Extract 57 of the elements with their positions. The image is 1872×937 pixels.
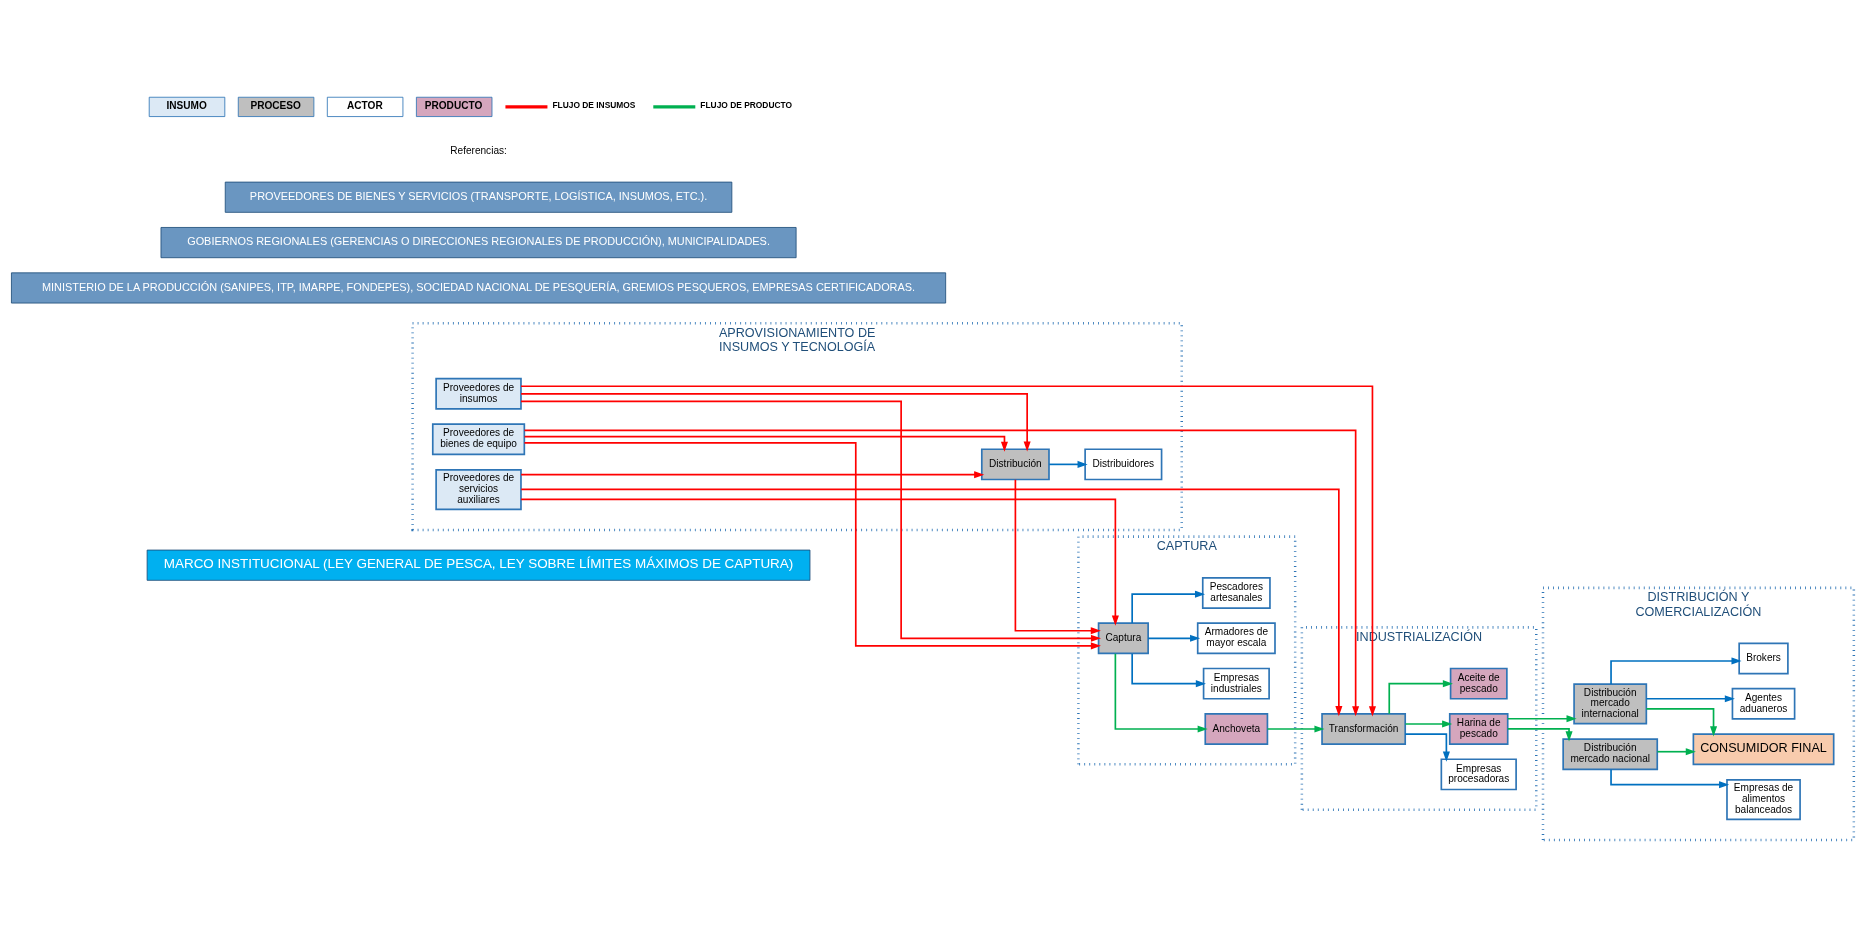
arrow: [1147, 634, 1201, 642]
arrow: [1506, 727, 1573, 741]
node-box: Empresas industriales: [1202, 667, 1270, 700]
arrow: [523, 429, 1360, 716]
legend-label: ACTOR: [347, 99, 383, 111]
node-box: Proveedores de servicios auxiliares: [435, 468, 522, 510]
node-box: Distribución mercado nacional: [1562, 737, 1659, 770]
label: Referencias:: [450, 144, 507, 156]
node-box: PROVEEDORES DE BIENES Y SERVICIOS (TRANSPORTE, LOGÍSTICA, INSUMOS, ETC.).: [224, 181, 733, 213]
node-box: MINISTERIO DE LA PRODUCCIÓN (SANIPES, ITP, IMARPE, FONDEPES), SOCIEDAD NACIONAL DE PESQUERÍA, GREMIOS PESQUEROS, EMPRESAS CERTIFICADORAS.: [11, 271, 947, 303]
arrow: [1507, 714, 1577, 722]
arrow: [1131, 590, 1206, 624]
arrow: [520, 470, 985, 478]
arrow: [1388, 679, 1453, 714]
node-box: MARCO INSTITUCIONAL (LEY GENERAL DE PESCA, LEY SOBRE LÍMITES MÁXIMOS DE CAPTURA): [146, 549, 811, 581]
node-box: Proveedores de bienes de equipo: [431, 422, 526, 455]
node-box: Agentes aduaneros: [1731, 687, 1796, 720]
arrow: [1048, 460, 1088, 468]
arrow: [520, 384, 1376, 716]
arrow: [520, 392, 1031, 452]
node-box: Pescadores artesanales: [1201, 576, 1271, 609]
arrow: [520, 498, 1119, 626]
arrow: [523, 435, 1008, 452]
legend-label: INSUMO: [166, 99, 207, 111]
arrow: [1266, 725, 1325, 733]
node-box: Empresas de alimentos balanceados: [1726, 778, 1801, 820]
arrow: [1114, 652, 1208, 733]
node-box: Distribución: [980, 447, 1050, 480]
node-box: Armadores de mayor escala: [1196, 621, 1276, 654]
node-box: Captura: [1097, 621, 1149, 654]
arrow: [1656, 747, 1696, 755]
node-box: Anchoveta: [1204, 712, 1269, 745]
node-box: Aceite de pescado: [1449, 667, 1508, 700]
node-box: CONSUMIDOR FINAL: [1692, 732, 1835, 765]
node-box: Empresas procesadoras: [1440, 757, 1517, 790]
node-box: Distribuidores: [1084, 447, 1163, 480]
node-box: Brokers: [1738, 642, 1789, 674]
arrow: [1645, 707, 1718, 736]
legend-label: FLUJO DE INSUMOS: [552, 99, 636, 110]
arrow: [1404, 732, 1450, 762]
node-box: Transformación: [1321, 712, 1407, 745]
arrow: [1404, 719, 1453, 727]
legend-label: PRODUCTO: [424, 99, 483, 111]
arrow: [1610, 768, 1730, 788]
node-box: Distribución mercado internacional: [1573, 682, 1648, 724]
arrow: [1014, 478, 1101, 634]
arrow: [1645, 694, 1735, 702]
node-box: GOBIERNOS REGIONALES (GERENCIAS O DIRECCIONES REGIONALES DE PRODUCCIÓN), MUNICIPALIDADES.: [160, 226, 797, 258]
legend-label: PROCESO: [250, 99, 301, 111]
arrow: [520, 400, 1102, 642]
arrow: [1610, 656, 1742, 685]
arrow: [523, 441, 1101, 649]
legend-label: FLUJO DE PRODUCTO: [700, 99, 793, 110]
arrow: [1131, 652, 1206, 687]
node-box: Harina de pescado: [1448, 712, 1509, 745]
node-box: Proveedores de insumos: [435, 377, 522, 410]
arrow: [520, 488, 1343, 716]
